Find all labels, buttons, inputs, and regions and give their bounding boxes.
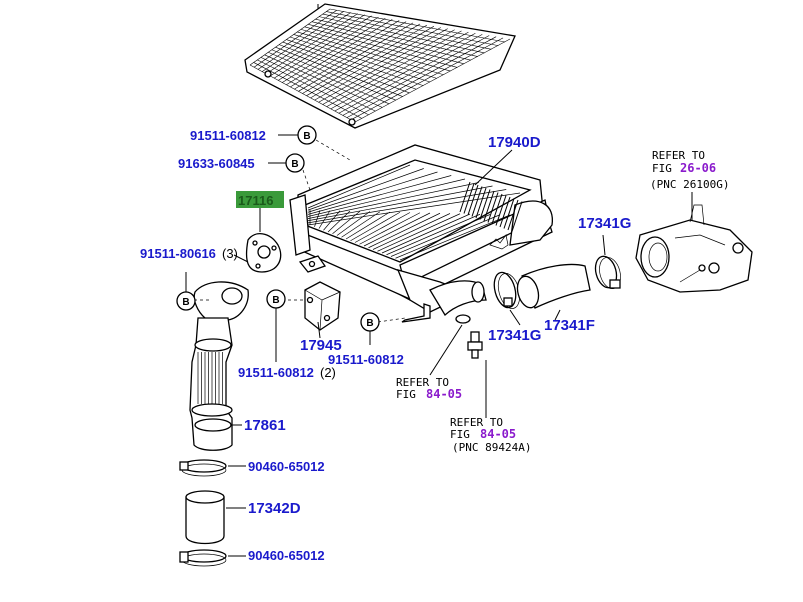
ref-fig-84-05-b: REFER TO FIG 84-05 (PNC 89424A) bbox=[450, 416, 531, 454]
highlight-17116 bbox=[236, 191, 284, 208]
label-91511-60812-left[interactable]: 91511-60812 bbox=[238, 365, 314, 380]
label-90460-65012-top[interactable]: 90460-65012 bbox=[248, 459, 325, 474]
callout-b-1: B bbox=[297, 125, 317, 145]
link-fig-84-05-a[interactable]: 84-05 bbox=[426, 387, 462, 401]
label-17342D[interactable]: 17342D bbox=[248, 500, 301, 517]
mount-bracket bbox=[298, 255, 327, 273]
label-91511-60812-left-qty: (2) bbox=[320, 365, 336, 380]
hose-clamp-upper bbox=[179, 459, 227, 477]
svg-text:FIG: FIG bbox=[652, 162, 672, 175]
hose-17342D bbox=[185, 490, 225, 545]
ref-fig-26-06: REFER TO FIG 26-06 (PNC 26100G) bbox=[650, 149, 729, 191]
hose-clamp-17341G-right bbox=[594, 255, 621, 290]
leader-lines bbox=[185, 134, 693, 557]
svg-text:B: B bbox=[303, 131, 310, 142]
gasket-17116 bbox=[245, 233, 282, 273]
svg-text:(PNC 89424A): (PNC 89424A) bbox=[452, 441, 531, 454]
label-91511-60812-mid[interactable]: 91511-60812 bbox=[328, 352, 404, 367]
link-fig-26-06[interactable]: 26-06 bbox=[680, 161, 716, 175]
svg-text:(PNC 26100G): (PNC 26100G) bbox=[650, 178, 729, 191]
label-91511-80616-qty: (3) bbox=[222, 246, 238, 261]
svg-text:REFER TO: REFER TO bbox=[396, 376, 449, 389]
link-fig-84-05-b[interactable]: 84-05 bbox=[480, 427, 516, 441]
svg-text:REFER TO: REFER TO bbox=[652, 149, 705, 162]
svg-text:FIG: FIG bbox=[450, 428, 470, 441]
intake-pipe-17861 bbox=[189, 281, 249, 451]
label-17341G-right[interactable]: 17341G bbox=[578, 215, 631, 232]
svg-text:FIG: FIG bbox=[396, 388, 416, 401]
label-91511-60812-top[interactable]: 91511-60812 bbox=[190, 128, 266, 143]
hose-clamp-17341G-mid bbox=[493, 271, 521, 309]
svg-text:B: B bbox=[272, 295, 279, 306]
label-17341F[interactable]: 17341F bbox=[544, 317, 595, 334]
intake-air-temp-sensor bbox=[455, 314, 483, 359]
label-17861[interactable]: 17861 bbox=[244, 417, 286, 434]
label-91511-80616[interactable]: 91511-80616 bbox=[140, 246, 216, 261]
label-17341G-mid[interactable]: 17341G bbox=[488, 327, 541, 344]
svg-text:B: B bbox=[182, 297, 189, 308]
callout-b-5: B bbox=[360, 312, 380, 332]
label-17940D[interactable]: 17940D bbox=[488, 134, 541, 151]
callout-b-4: B bbox=[266, 289, 286, 309]
hose-clamp-lower bbox=[179, 549, 227, 567]
svg-text:REFER TO: REFER TO bbox=[450, 416, 503, 429]
intercooler-assembly bbox=[289, 144, 553, 323]
svg-text:B: B bbox=[291, 159, 298, 170]
bracket-17945 bbox=[304, 281, 341, 331]
callout-b-2: B bbox=[285, 153, 305, 173]
heat-shield-grille bbox=[244, 3, 516, 129]
ref-fig-84-05-a: REFER TO FIG 84-05 bbox=[396, 376, 462, 401]
label-17116[interactable]: 17116 bbox=[238, 193, 273, 208]
label-91633-60845[interactable]: 91633-60845 bbox=[178, 156, 255, 171]
throttle-body bbox=[635, 204, 753, 293]
label-17945[interactable]: 17945 bbox=[300, 337, 342, 354]
callout-b-3: B bbox=[176, 291, 196, 311]
svg-text:B: B bbox=[366, 318, 373, 329]
hose-17341F bbox=[516, 263, 591, 309]
label-90460-65012-bot[interactable]: 90460-65012 bbox=[248, 548, 325, 563]
